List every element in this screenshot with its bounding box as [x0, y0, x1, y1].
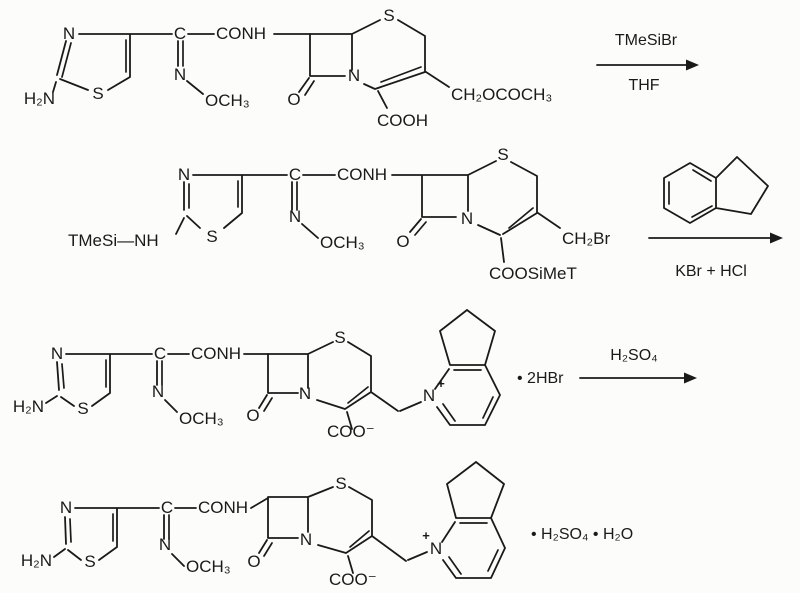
step1-reactant-structure: H₂N N S C N OCH₃ CONH S N O COOH CH₂OCOC…	[24, 6, 553, 130]
sulfate-hydrate-label: • H₂SO₄ • H₂O	[531, 526, 633, 543]
arrow-head-icon	[770, 232, 783, 244]
thiazole-n-label: N	[60, 498, 72, 517]
step1-aminothiazole-bonds	[52, 33, 311, 95]
oxime-n-label: N	[289, 207, 301, 226]
silylamine-label: TMeSi—NH	[68, 231, 159, 250]
oxime-c-label: C	[174, 24, 186, 43]
step2-bicyclic-reagent-structure	[663, 156, 769, 224]
hydrobromide-salt-label: • 2HBr	[517, 370, 564, 387]
lactam-o-label: O	[396, 232, 409, 251]
thiazole-n-label: N	[178, 165, 190, 184]
step3-cephem-bonds	[258, 341, 422, 430]
arrow2-reagents-label: KBr + HCl	[675, 263, 747, 280]
pyridinium-n-label: N	[430, 539, 442, 558]
oxime-c-label: C	[289, 165, 301, 184]
amide-label: CONH	[191, 344, 241, 363]
step2-aminothiazole-bonds	[175, 174, 422, 239]
reaction-arrow-2: KBr + HCl	[648, 232, 783, 280]
arrow-head-icon	[684, 372, 697, 384]
step1-cephem-bonds	[298, 19, 450, 109]
step3-pyridinium-bonds	[434, 309, 501, 426]
core-n-label: N	[461, 209, 473, 228]
bromomethyl-label: CH₂Br	[562, 229, 610, 248]
step4-cephem-bonds	[258, 486, 428, 574]
amine-label: H₂N	[24, 89, 55, 108]
arrow1-reagent-label: TMeSiBr	[615, 32, 678, 49]
core-n-label: N	[300, 530, 312, 549]
step4-product-structure: H₂N N S C N OCH₃ CONH S N O COO⁻ N + • H…	[21, 461, 633, 589]
step2-intermediate-structure: TMeSi—NH N S C N OCH₃ CONH S N O CH₂Br C…	[68, 145, 610, 283]
reaction-arrow-1: TMeSiBr THF	[596, 32, 699, 94]
arrow-head-icon	[686, 59, 699, 71]
step1-aminothiazole-double-bonds	[61, 39, 184, 78]
core-s-label: S	[383, 6, 394, 25]
pyridinium-charge-label: +	[422, 528, 430, 543]
lactam-o-label: O	[247, 552, 260, 571]
thiazole-s-label: S	[92, 84, 103, 103]
amide-label: CONH	[337, 165, 387, 184]
core-s-label: S	[334, 328, 345, 347]
core-s-label: S	[497, 145, 508, 164]
oxime-n-label: N	[159, 535, 171, 554]
amide-label: CONH	[198, 498, 248, 517]
step2-double-bonds	[188, 180, 534, 236]
thiazole-s-label: S	[77, 399, 88, 418]
step3-aminothiazole-bonds	[45, 353, 269, 413]
step1-cephem-double-bonds	[304, 66, 422, 96]
amine-label: H₂N	[13, 397, 44, 416]
step4-aminothiazole-bonds	[53, 497, 269, 567]
methoxy-label: OCH₃	[320, 233, 365, 252]
core-n-label: N	[299, 384, 311, 403]
thiazole-s-label: S	[84, 552, 95, 571]
methoxy-label: OCH₃	[186, 557, 231, 576]
core-s-label: S	[335, 474, 346, 493]
reagent-ring-bonds	[663, 156, 769, 224]
methoxy-label: OCH₃	[179, 409, 224, 428]
thiazole-n-label: N	[51, 344, 63, 363]
amide-label: CONH	[216, 24, 266, 43]
arrow1-solvent-label: THF	[628, 77, 659, 94]
step4-double-bonds	[69, 513, 499, 575]
reaction-arrow-3: H₂SO₄	[579, 347, 697, 384]
silyl-ester-label: COOSiMeT	[489, 264, 577, 283]
acetoxymethyl-label: CH₂OCOCH₃	[451, 85, 552, 104]
thiazole-s-label: S	[206, 227, 217, 246]
lactam-o-label: O	[246, 406, 259, 425]
carboxylate-label: COO⁻	[329, 570, 377, 589]
oxime-c-label: C	[161, 498, 173, 517]
pyridinium-n-label: N	[423, 386, 435, 405]
step3-double-bonds	[61, 359, 494, 422]
methoxy-label: OCH₃	[205, 91, 250, 110]
core-n-label: N	[348, 66, 360, 85]
oxime-c-label: C	[154, 344, 166, 363]
carboxylate-label: COO⁻	[327, 422, 375, 441]
pyridinium-charge-label: +	[437, 376, 445, 391]
thiazole-n-label: N	[63, 24, 75, 43]
oxime-n-label: N	[152, 382, 164, 401]
amine-label: H₂N	[21, 551, 52, 570]
step3-intermediate-structure: H₂N N S C N OCH₃ CONH S N O COO⁻ N + • 2…	[13, 309, 564, 441]
step4-pyridinium-bonds	[441, 461, 506, 579]
reagent-ring-double-bonds	[668, 169, 713, 218]
oxime-n-label: N	[174, 65, 186, 84]
step2-cephem-bonds	[409, 160, 561, 263]
arrow3-reagent-label: H₂SO₄	[610, 347, 657, 364]
carboxyl-label: COOH	[377, 111, 428, 130]
lactam-o-label: O	[287, 90, 300, 109]
